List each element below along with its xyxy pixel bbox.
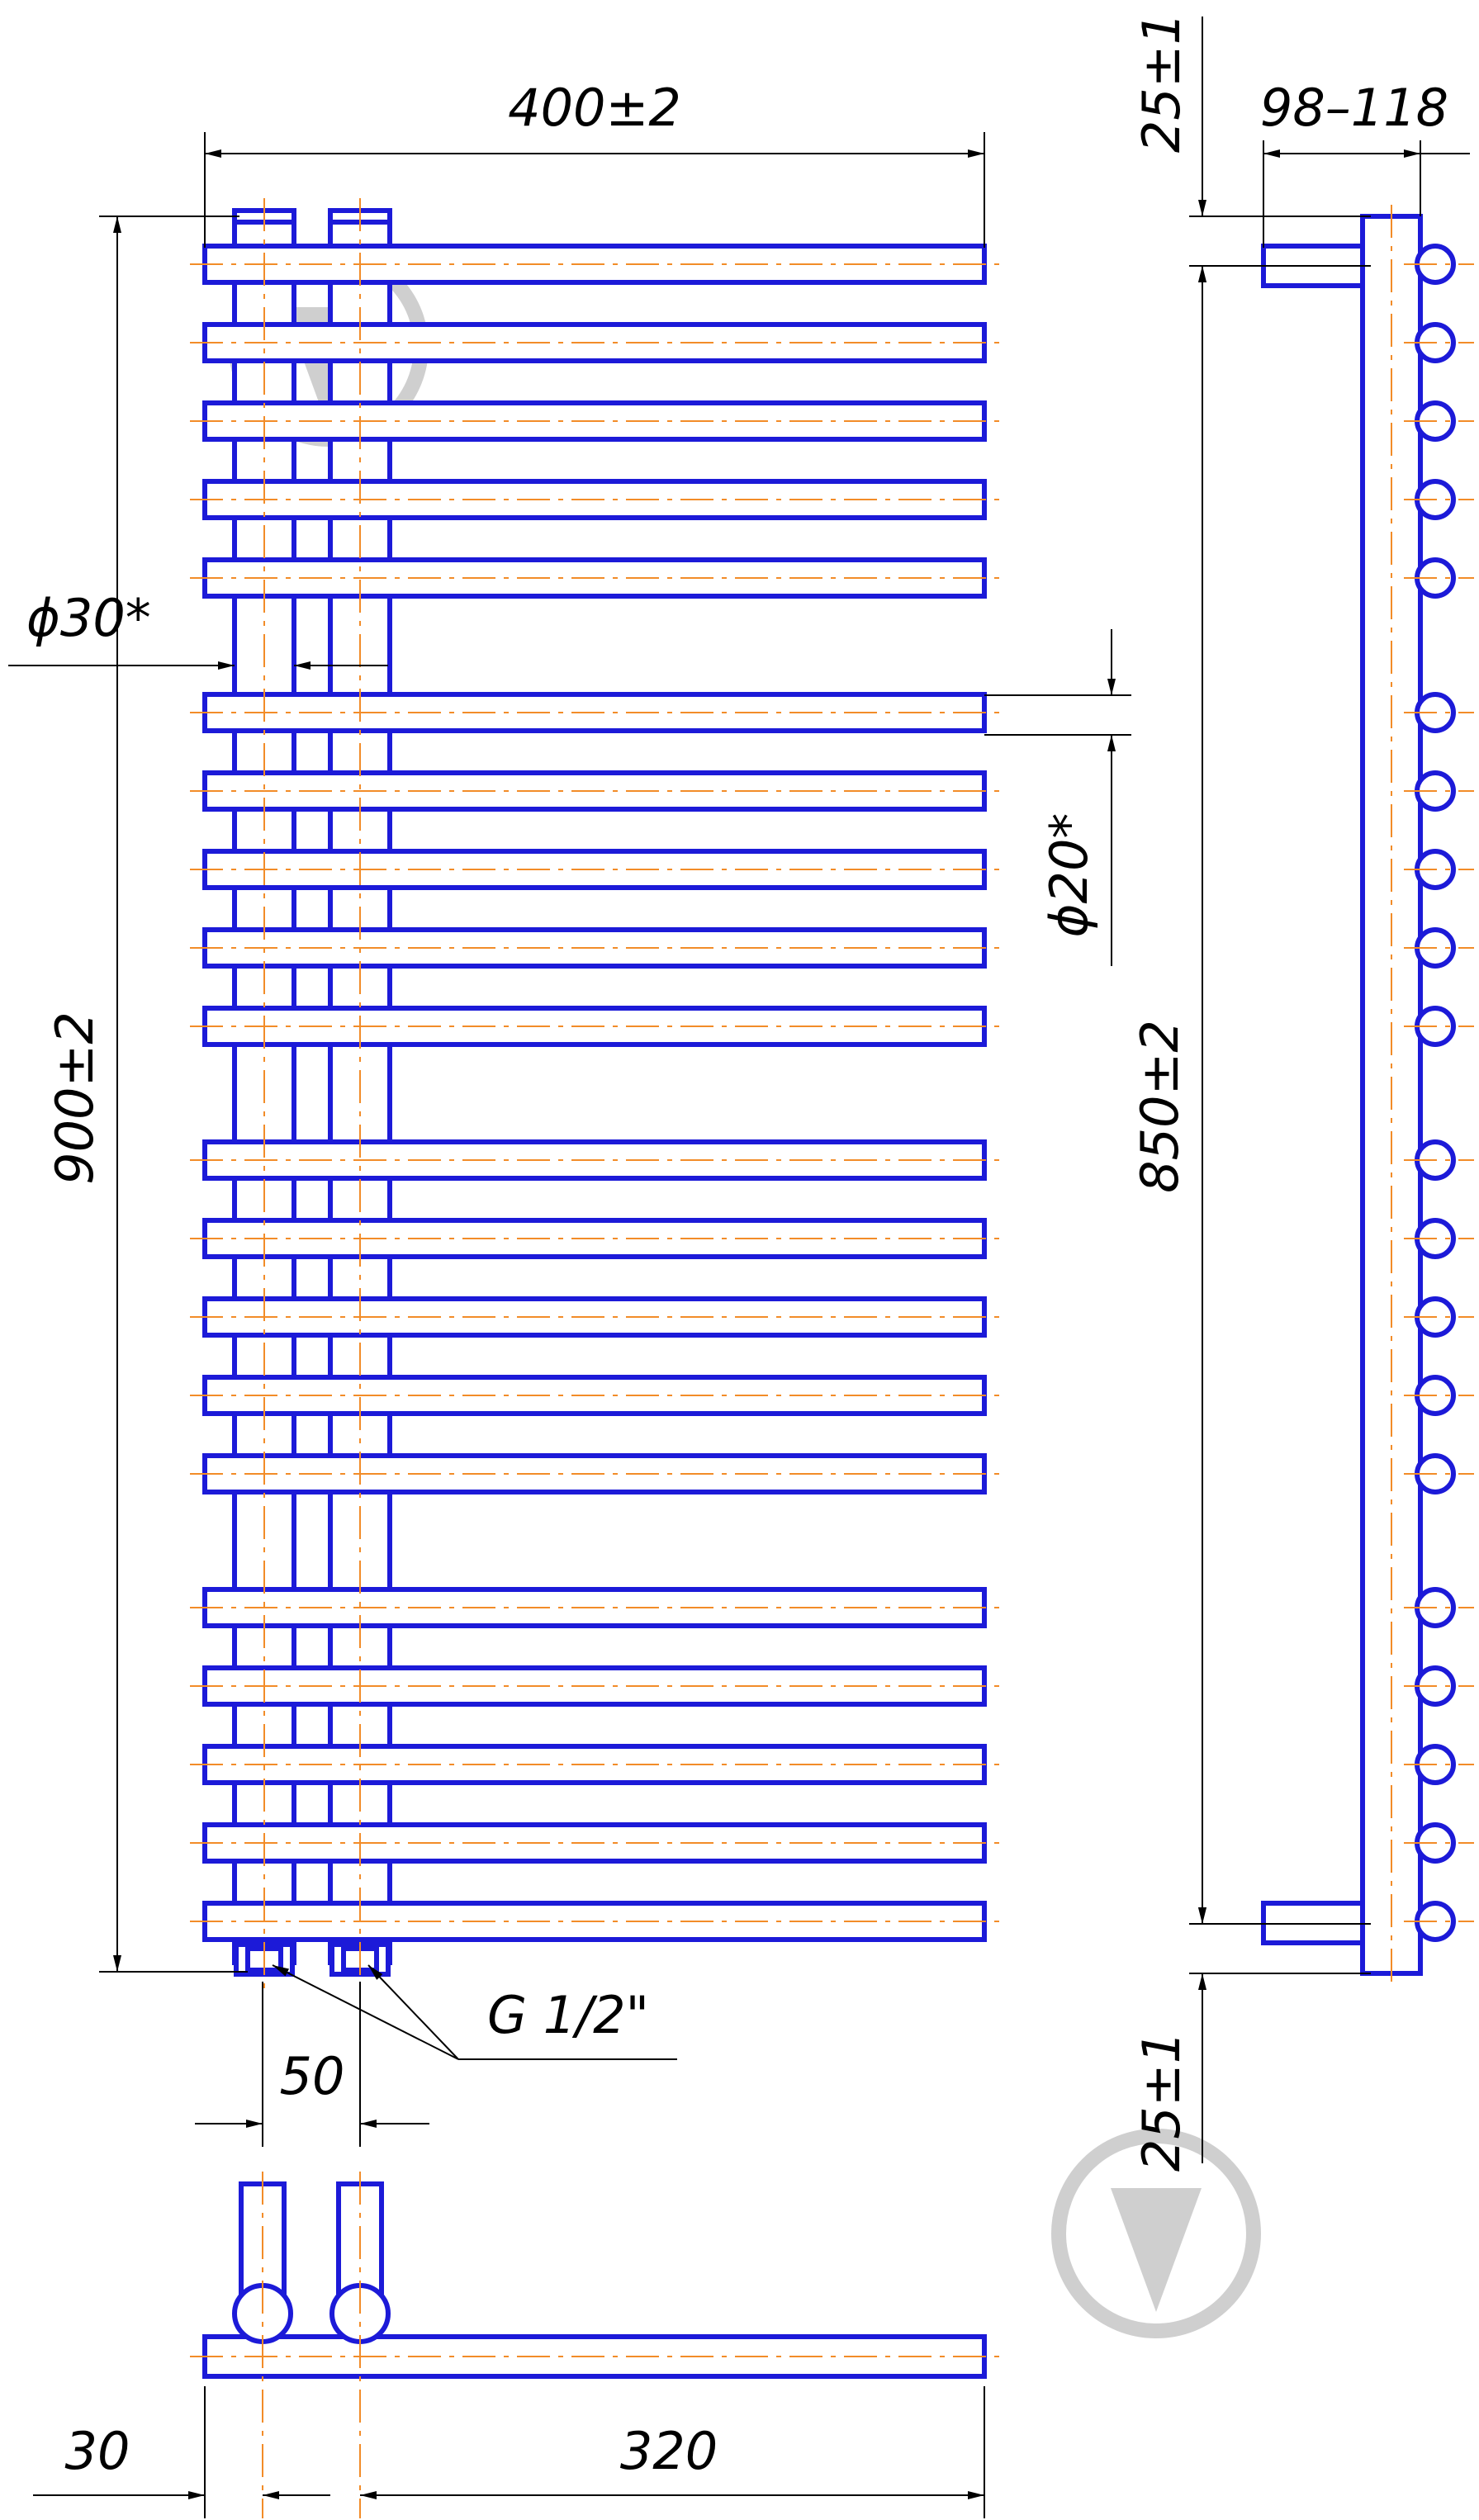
dim-label-overall-height: 900±2 <box>45 1011 105 1185</box>
bottom-view <box>190 2172 1001 2518</box>
dim-label-depth: 98–118 <box>1260 78 1448 138</box>
dim-label-riser-diameter: ϕ30* <box>26 588 151 648</box>
dim-label-thread: G 1/2" <box>487 1985 649 2045</box>
dim-thread: G 1/2" <box>272 1964 677 2060</box>
dim-label-bottom-offset: 25±1 <box>1131 2031 1192 2172</box>
dim-overall-width: 400±2 <box>204 78 985 248</box>
dim-connection-spacing: 50 <box>195 1982 429 2147</box>
front-view <box>190 198 1001 1990</box>
dim-label-top-offset: 25±1 <box>1131 12 1192 153</box>
dim-axis-distance: 850±2 <box>1130 265 1371 1925</box>
dim-top-offset: 25±1 <box>1131 12 1371 339</box>
dim-label-bottom-right-length: 320 <box>620 2421 718 2481</box>
dim-overall-height: 900±2 <box>45 216 248 1973</box>
front-bars <box>190 244 1001 1942</box>
watermark-bottom <box>1051 2129 1261 2338</box>
dim-label-axis-distance: 850±2 <box>1130 1020 1190 1193</box>
dim-bar-diameter: ϕ20* <box>984 629 1131 966</box>
dim-bottom-offset: 25±1 <box>1131 1850 1371 2172</box>
dim-depth: 98–118 <box>1260 78 1470 248</box>
riser-axes <box>263 198 361 1990</box>
side-view <box>1261 205 1474 1986</box>
riser-pipes <box>232 208 392 1977</box>
dim-riser-diameter: ϕ30* <box>8 588 388 670</box>
dim-label-connection-spacing: 50 <box>280 2046 345 2106</box>
dim-label-bottom-left-offset: 30 <box>65 2421 130 2481</box>
dim-label-overall-width: 400±2 <box>508 78 681 138</box>
dim-label-bar-diameter: ϕ20* <box>1039 813 1099 938</box>
side-tubes <box>1404 244 1474 1942</box>
dim-bottom-right-length: 320 <box>360 2386 985 2518</box>
dim-bottom-left-offset: 30 <box>33 2386 330 2518</box>
